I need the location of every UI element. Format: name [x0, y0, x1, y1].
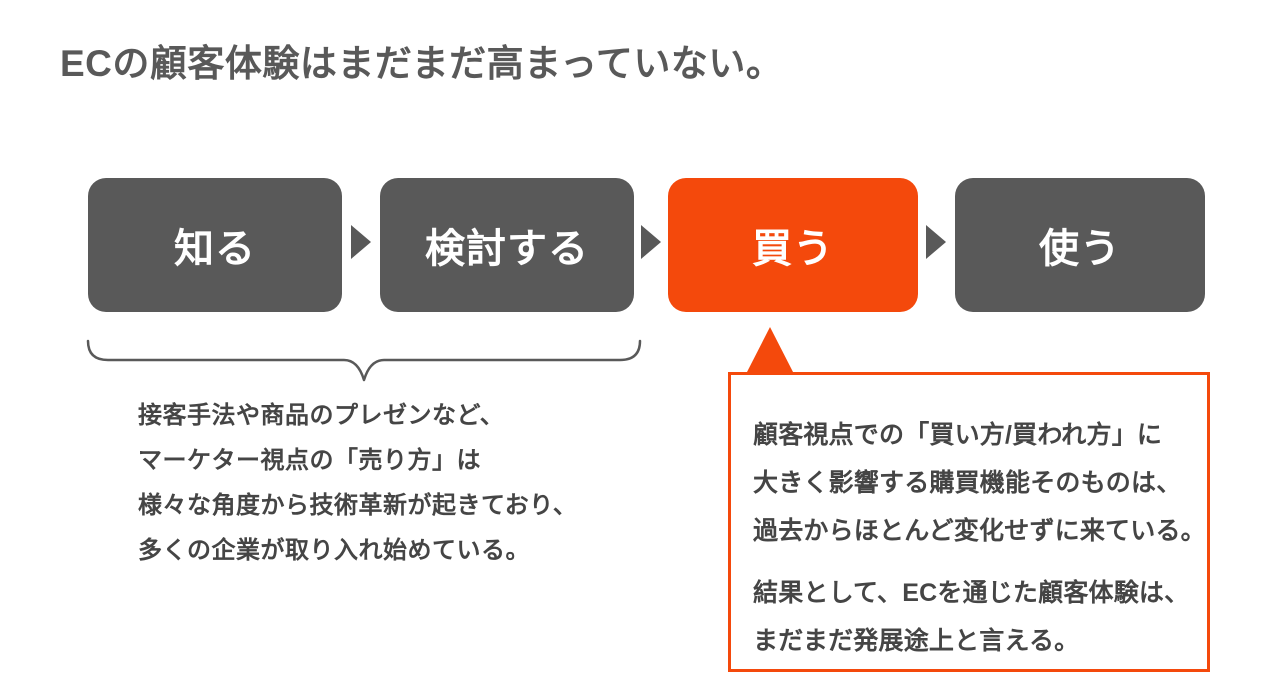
- callout-pointer-up-icon: [747, 327, 793, 372]
- callout-line: まだまだ発展途上と言える。: [753, 627, 1080, 655]
- journey-step-label: 買う: [752, 227, 834, 271]
- callout-paragraph: 顧客視点での「買い方/買われ方」に 大きく影響する購買機能そのものは、 過去から…: [753, 411, 1206, 555]
- seller-note-line: 様々な角度から技術革新が起きており、: [138, 492, 578, 519]
- seller-note-line: 接客手法や商品のプレゼンなど、: [138, 402, 505, 429]
- journey-step-know: 知る: [88, 178, 342, 312]
- page-title: ECの顧客体験はまだまだ高まっていない。: [60, 43, 784, 84]
- buyer-callout: 顧客視点での「買い方/買われ方」に 大きく影響する購買機能そのものは、 過去から…: [728, 372, 1210, 672]
- journey-step-label: 使う: [1039, 227, 1121, 271]
- journey-step-label: 知る: [174, 227, 256, 271]
- journey-step-use: 使う: [955, 178, 1205, 312]
- seller-note-line: マーケター視点の「売り方」は: [138, 447, 481, 474]
- callout-line: 大きく影響する購買機能そのものは、: [753, 469, 1182, 497]
- journey-step-buy: 買う: [668, 178, 918, 312]
- seller-note-line: 多くの企業が取り入れ始めている。: [138, 537, 530, 564]
- callout-line: 過去からほとんど変化せずに来ている。: [753, 517, 1206, 545]
- callout-line: 結果として、ECを通じた顧客体験は、: [753, 579, 1190, 607]
- arrow-right-icon: [641, 225, 661, 259]
- journey-step-label: 検討する: [425, 227, 589, 271]
- underbrace-icon: [86, 339, 642, 382]
- arrow-right-icon: [351, 225, 371, 259]
- callout-line: 顧客視点での「買い方/買われ方」に: [753, 421, 1163, 449]
- journey-step-consider: 検討する: [380, 178, 634, 312]
- callout-paragraph: 結果として、ECを通じた顧客体験は、 まだまだ発展途上と言える。: [753, 569, 1190, 665]
- seller-note: 接客手法や商品のプレゼンなど、 マーケター視点の「売り方」は 様々な角度から技術…: [138, 393, 577, 573]
- arrow-right-icon: [926, 225, 946, 259]
